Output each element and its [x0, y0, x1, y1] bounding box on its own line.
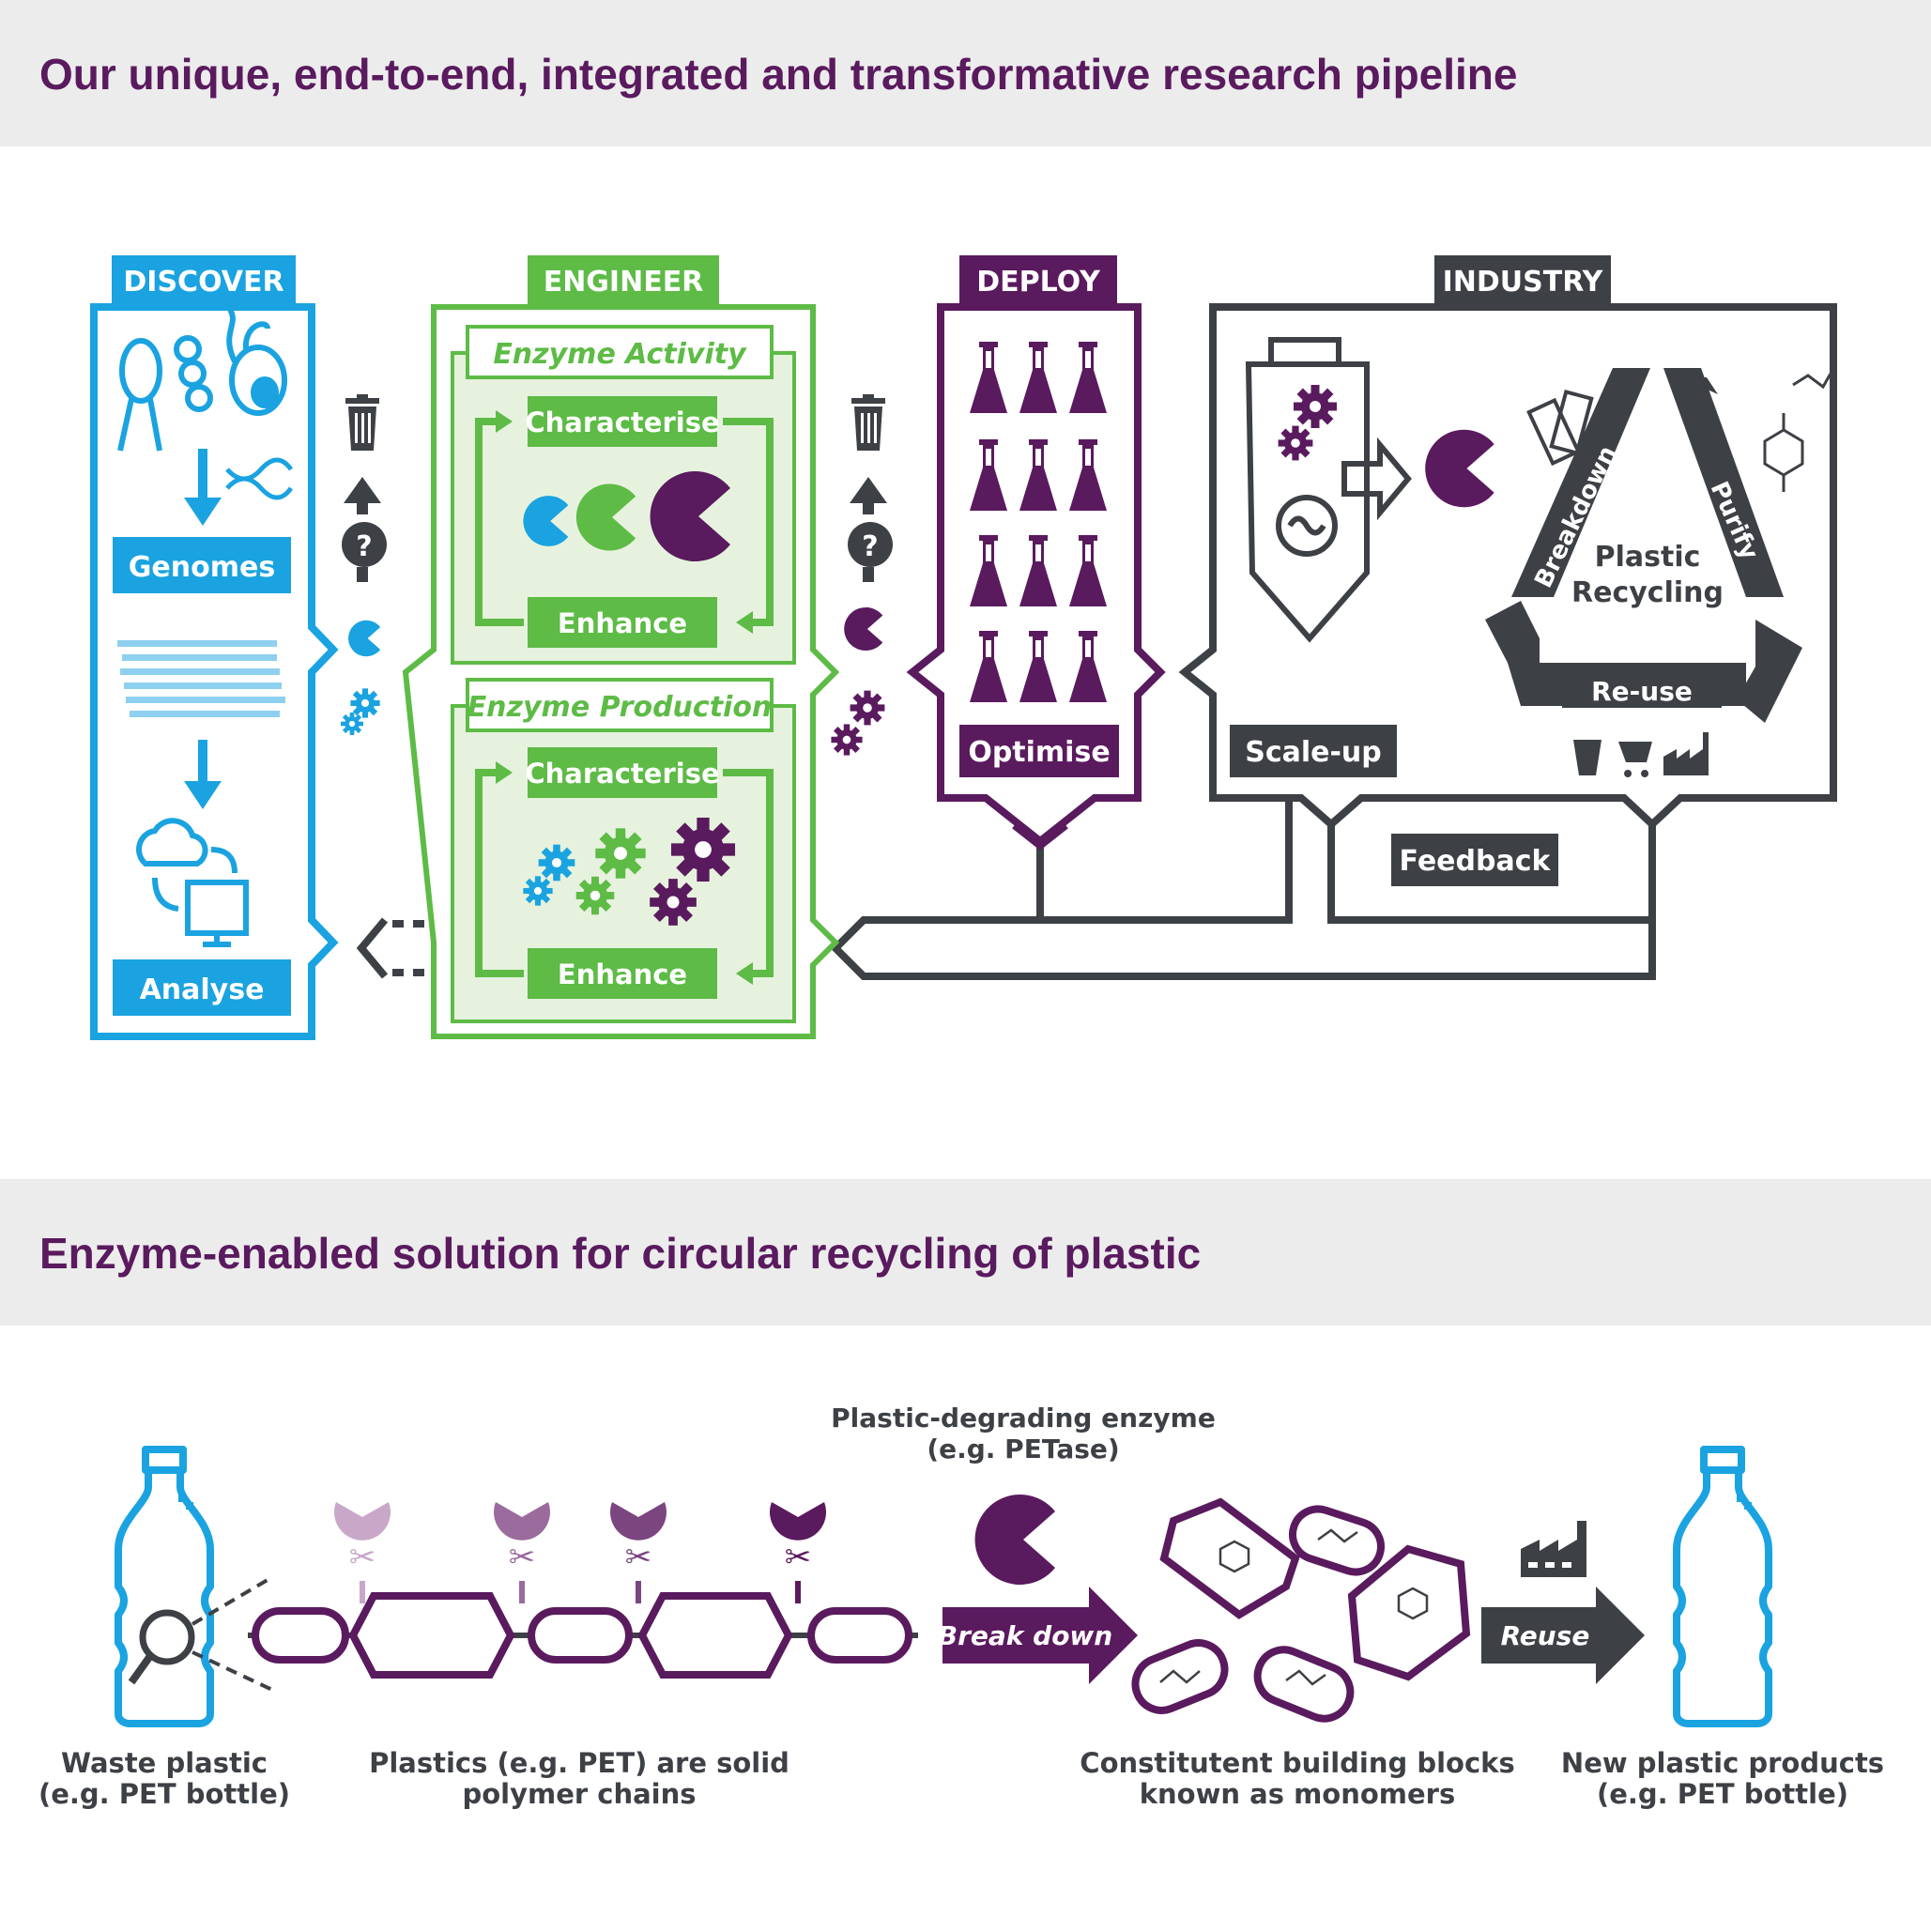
pipeline-title-band: Our unique, end-to-end, integrated and t… [0, 0, 1931, 146]
svg-text:✂: ✂ [625, 1539, 652, 1576]
production-enhance-label: Enhance [558, 958, 687, 990]
reuse-label: Reuse [1501, 1620, 1590, 1651]
enzyme-label-2: (e.g. PETase) [927, 1434, 1119, 1464]
optimise-label: Optimise [968, 736, 1110, 769]
factory-windows [1528, 1562, 1571, 1568]
feedback-label: Feedback [1400, 845, 1552, 878]
bottles-pile-icon [1526, 389, 1594, 467]
scaleup-label: Scale-up [1245, 736, 1382, 769]
svg-text:✂: ✂ [349, 1539, 376, 1576]
enzyme-icon [844, 606, 883, 652]
magnifier-icon [128, 1575, 274, 1692]
industry-panel: INDUSTRY Scale-up Breakdown Purify [1178, 255, 1837, 886]
bioreactor-icon [1245, 337, 1370, 643]
monomer-molecules [1159, 1528, 1429, 1686]
caption-waste-2: (e.g. PET bottle) [38, 1778, 290, 1810]
polymer-chain [248, 1592, 918, 1679]
engineer-deploy-connector: ? [831, 394, 893, 756]
deploy-panel: DEPLOY Optimise [906, 255, 1166, 851]
deploy-header: DEPLOY [976, 266, 1101, 299]
trash-icon [345, 394, 379, 451]
activity-enhance-label: Enhance [558, 607, 687, 639]
gear-purple-icon [670, 817, 736, 882]
enzyme-production-title: Enzyme Production [467, 691, 773, 724]
gear-icon [350, 688, 380, 718]
return-arrow-to-discover [356, 917, 427, 979]
caption-monomers-1: Constitutent building blocks [1080, 1747, 1514, 1779]
break-down-arrow [943, 1587, 1138, 1684]
industry-header: INDUSTRY [1443, 266, 1604, 299]
enzyme-label-1: Plastic-degrading enzyme [831, 1403, 1216, 1434]
caption-new-1: New plastic products [1561, 1747, 1884, 1779]
activity-characterise-label: Characterise [525, 406, 719, 438]
molecule-icon [1763, 373, 1832, 492]
engineer-header: ENGINEER [544, 266, 704, 299]
gear-blue-icon [523, 876, 553, 906]
petase-enzyme-icon [974, 1495, 1055, 1585]
gear-icon [831, 724, 863, 756]
discover-header: DISCOVER [123, 266, 284, 299]
gear-green-icon [575, 876, 615, 915]
engineer-panel: ENGINEER Enzyme Activity Characterise En… [402, 255, 840, 1039]
svg-text:✂: ✂ [509, 1539, 536, 1576]
question-mark-2: ? [862, 530, 878, 563]
feedback-loop-lines [830, 798, 1656, 980]
gear-blue-icon [538, 844, 575, 882]
gear-icon [1278, 425, 1313, 461]
caption-waste-1: Waste plastic [61, 1747, 268, 1779]
cloud-computer-icon [135, 818, 249, 947]
production-cycle-arrows [475, 769, 774, 977]
genomes-label: Genomes [129, 551, 275, 584]
caption-chains-2: polymer chains [462, 1778, 696, 1810]
gear-green-icon [595, 828, 646, 879]
enzyme-activity-title: Enzyme Activity [493, 338, 747, 371]
circular-title-band: Enzyme-enabled solution for circular rec… [0, 1179, 1931, 1326]
dna-icon [225, 457, 294, 500]
caption-chains-1: Plastics (e.g. PET) are solid [369, 1747, 789, 1779]
gear-icon [1294, 385, 1337, 428]
monomer-capsules [1131, 1497, 1471, 1723]
circular-title: Enzyme-enabled solution for circular rec… [39, 1229, 1202, 1278]
analyse-label: Analyse [140, 974, 265, 1006]
production-characterise-label: Characterise [525, 758, 719, 790]
gear-purple-icon [650, 879, 697, 926]
reuse-arrow [1481, 1587, 1645, 1684]
enzyme-icon [348, 620, 381, 657]
gear-icon [341, 713, 363, 735]
new-bottle-icon [1677, 1449, 1769, 1724]
factory-icon [1521, 1521, 1586, 1577]
question-mark-1: ? [356, 530, 372, 563]
caption-new-2: (e.g. PET bottle) [1597, 1778, 1848, 1810]
break-down-label: Break down [938, 1620, 1112, 1651]
activity-cycle-arrows [475, 418, 774, 626]
gear-icon [850, 690, 885, 726]
discover-engineer-connector: ? [341, 394, 387, 735]
svg-text:✂: ✂ [785, 1539, 812, 1576]
discover-panel: DISCOVER Genomes [90, 255, 339, 1040]
caption-monomers-2: known as monomers [1140, 1778, 1455, 1810]
sequence-pattern [117, 640, 285, 717]
recycle-cart-factory-icons [1573, 732, 1709, 777]
microbe-icons [117, 308, 287, 452]
enzyme-scissors-icons: ✂ ✂ ✂ ✂ [334, 1502, 826, 1603]
pipeline-title: Our unique, end-to-end, integrated and t… [39, 50, 1518, 99]
trash-icon [851, 394, 885, 451]
reuse-cycle-label: Re-use [1591, 676, 1693, 707]
